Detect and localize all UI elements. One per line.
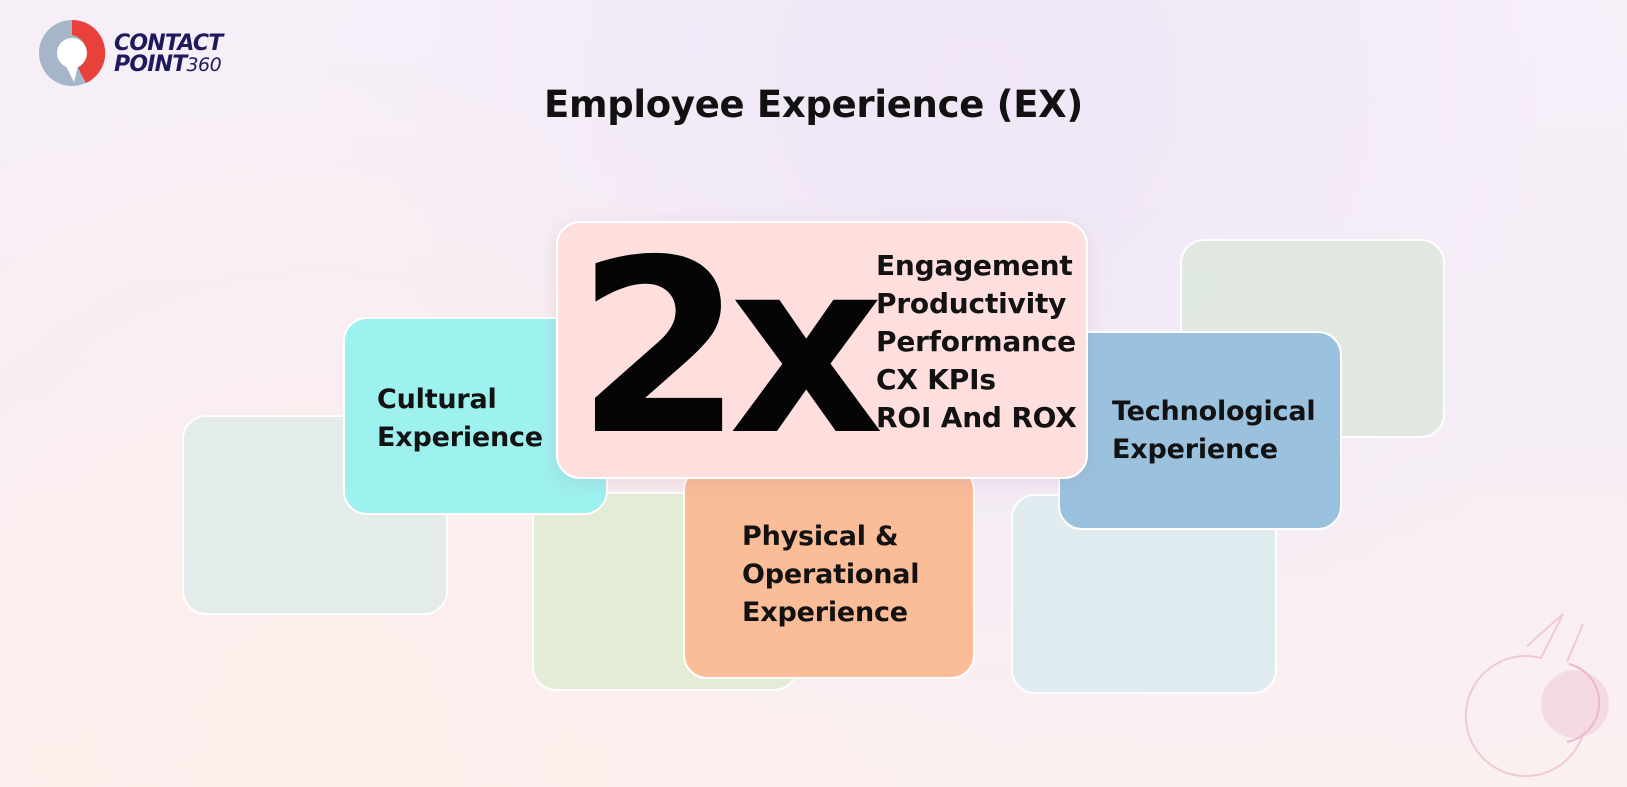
speech-bubble-outline-icon (1464, 613, 1609, 778)
technological-experience-card: Technological Experience (1058, 331, 1342, 530)
physical-operational-experience-label: Physical & Operational Experience (742, 521, 920, 628)
metric-item: Productivity (876, 287, 1067, 320)
ex-impact-card: 2x Engagement Productivity Performance C… (556, 213, 1088, 483)
brand-line-2-number: 360 (186, 54, 222, 76)
brand-line-2: POINT360 (114, 54, 222, 76)
brand-line-1: CONTACT (114, 31, 223, 56)
page-title: Employee Experience (EX) (543, 83, 1084, 126)
brand-logo: CONTACT POINT360 (38, 20, 248, 88)
cultural-experience-label: Cultural Experience (377, 384, 543, 453)
metric-item: Engagement (876, 249, 1073, 282)
brand-wordmark: CONTACT POINT360 (114, 31, 223, 76)
technological-experience-label: Technological Experience (1112, 396, 1316, 465)
brand-line-2-word: POINT (114, 52, 187, 77)
metric-item: ROI And ROX (876, 401, 1077, 434)
metric-item: Performance (876, 325, 1076, 358)
metric-item: CX KPIs (876, 363, 996, 396)
speech-bubble-logo-icon (39, 20, 106, 86)
multiplier-value: 2x (576, 208, 884, 488)
physical-operational-experience-card: Physical & Operational Experience (683, 466, 975, 679)
impact-metrics-list: Engagement Productivity Performance CX K… (876, 247, 1077, 437)
